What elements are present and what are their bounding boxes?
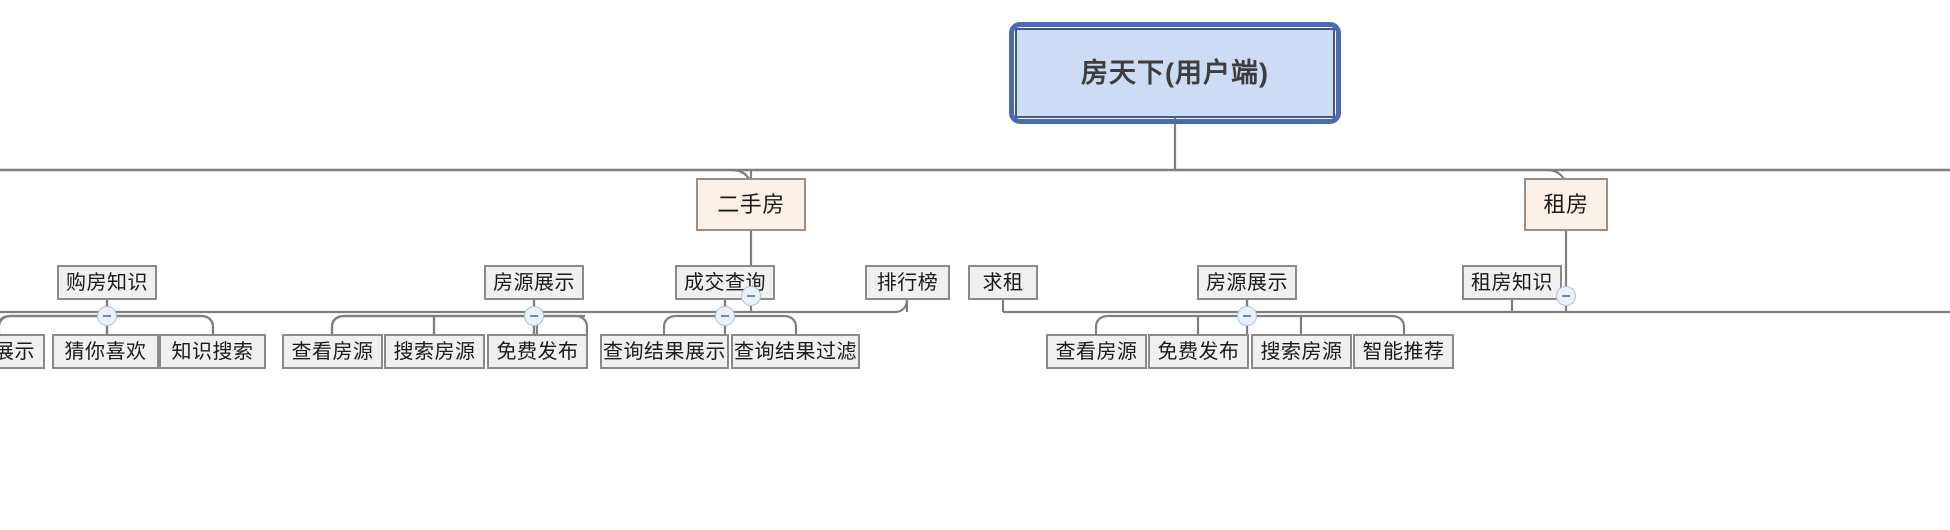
node-sousuofangyuan-ershoufang[interactable]: 搜索房源 (384, 334, 485, 369)
root-selection-outline (1009, 22, 1341, 124)
node-ershoufang[interactable]: 二手房 (696, 178, 806, 231)
toggle-zufang[interactable] (1556, 286, 1576, 306)
node-cainixihuan[interactable]: 猜你喜欢 (52, 334, 159, 369)
node-goufangzhishi[interactable]: 购房知识 (57, 265, 157, 300)
node-fangyuanzhanshi-zufang[interactable]: 房源展示 (1197, 265, 1297, 300)
node-chakanfangyuan-zufang[interactable]: 查看房源 (1046, 334, 1147, 369)
node-mianfeifabu-zufang[interactable]: 免费发布 (1148, 334, 1249, 369)
node-zhinengtuijian[interactable]: 智能推荐 (1353, 334, 1454, 369)
node-chaxunjieguoguolv[interactable]: 查询结果过滤 (731, 334, 860, 369)
node-sousuofangyuan-zufang[interactable]: 搜索房源 (1251, 334, 1352, 369)
node-fangyuanzhanshi-ershoufang[interactable]: 房源展示 (484, 265, 584, 300)
node-zhanshi[interactable]: 展示 (0, 334, 45, 369)
edge-fangyuanesf-childrail (330, 314, 589, 334)
node-qiuzu[interactable]: 求租 (968, 265, 1038, 300)
edge-fangyuanesf-mianfeifabu-line (535, 314, 585, 334)
toggle-fangyuanzhanshi-ershoufang[interactable] (524, 306, 544, 326)
minus-icon (103, 315, 111, 317)
toggle-fangyuanzhanshi-zufang[interactable] (1237, 306, 1257, 326)
minus-icon (1243, 315, 1251, 317)
node-zhishisousuo[interactable]: 知识搜索 (159, 334, 266, 369)
minus-icon (747, 295, 755, 297)
edge-fangyuanesf-rail-left (330, 314, 528, 334)
node-mianfeifabu-ershoufang[interactable]: 免费发布 (487, 334, 588, 369)
minus-icon (530, 315, 538, 317)
node-chaxunjieguozhanshi[interactable]: 查询结果展示 (600, 334, 729, 369)
node-chakanfangyuan-ershoufang[interactable]: 查看房源 (282, 334, 383, 369)
minus-icon (1562, 295, 1570, 297)
toggle-chengjiaochaxun[interactable] (715, 306, 735, 326)
node-zufang[interactable]: 租房 (1524, 178, 1608, 231)
node-paihangbang[interactable]: 排行榜 (865, 265, 950, 300)
toggle-ershoufang[interactable] (741, 286, 761, 306)
minus-icon (721, 315, 729, 317)
node-root[interactable]: 房天下(用户端) (1015, 28, 1335, 118)
toggle-goufangzhishi[interactable] (97, 306, 117, 326)
node-zufangzhishi[interactable]: 租房知识 (1462, 265, 1562, 300)
